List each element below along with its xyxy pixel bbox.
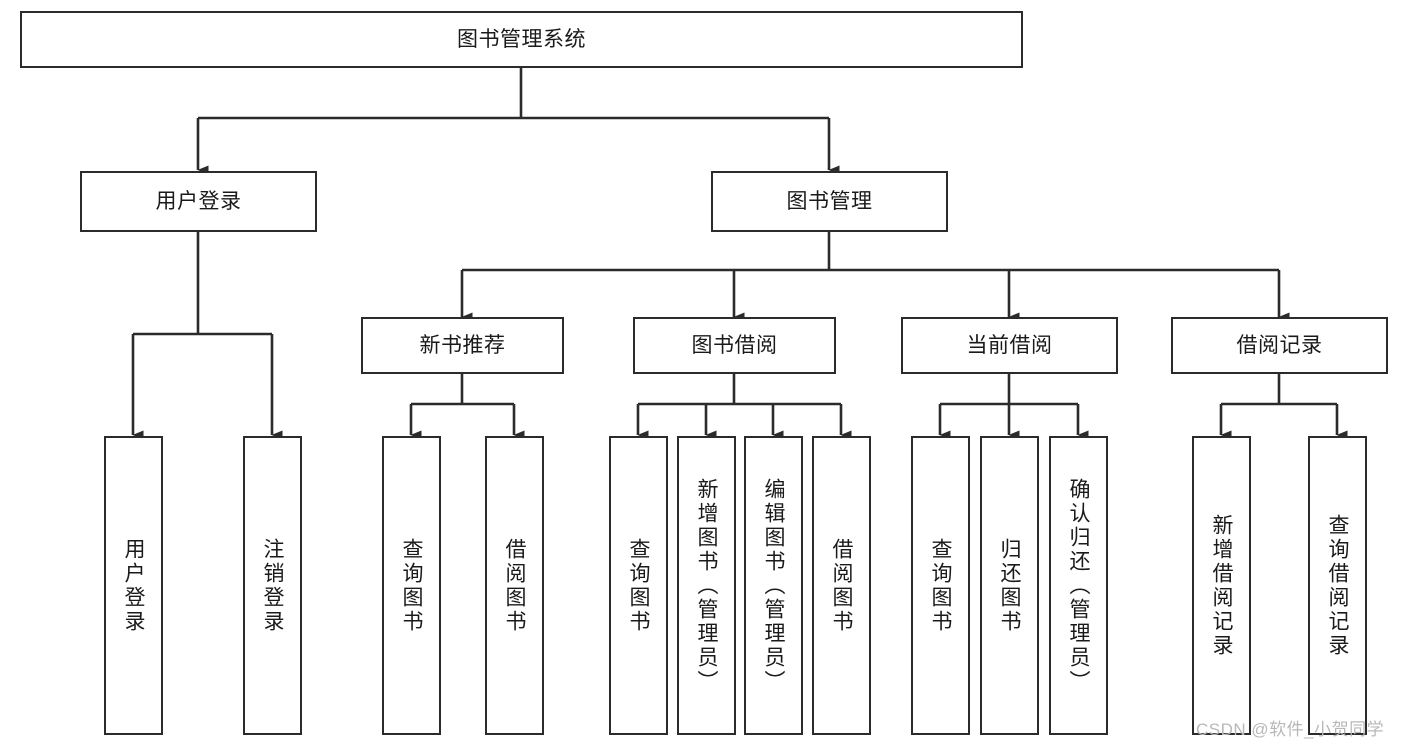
node-leaf-user-login[interactable]: 用户登录 bbox=[104, 436, 163, 735]
node-current-borrow[interactable]: 当前借阅 bbox=[901, 317, 1118, 374]
node-leaf-query-book-borrow[interactable]: 查询图书 bbox=[609, 436, 668, 735]
node-leaf-return-book[interactable]: 归还图书 bbox=[980, 436, 1039, 735]
node-label: 查询借阅记录 bbox=[1326, 513, 1349, 658]
node-book-management-system[interactable]: 图书管理系统 bbox=[20, 11, 1023, 68]
node-label: 图书借阅 bbox=[691, 333, 778, 357]
node-book-borrow[interactable]: 图书借阅 bbox=[633, 317, 836, 374]
node-label: 新增借阅记录 bbox=[1210, 513, 1233, 658]
node-label: 图书管理 bbox=[786, 189, 873, 213]
node-label: 归还图书 bbox=[998, 537, 1021, 634]
node-label: 借阅记录 bbox=[1236, 333, 1323, 357]
node-leaf-query-book-current[interactable]: 查询图书 bbox=[911, 436, 970, 735]
node-leaf-add-borrow-record[interactable]: 新增借阅记录 bbox=[1192, 436, 1251, 735]
node-label: 图书管理系统 bbox=[457, 27, 586, 51]
node-book-management[interactable]: 图书管理 bbox=[711, 171, 948, 232]
node-label: 用户登录 bbox=[122, 537, 145, 634]
node-label: 确认归还（管理员） bbox=[1067, 477, 1090, 694]
node-leaf-confirm-return-admin[interactable]: 确认归还（管理员） bbox=[1049, 436, 1108, 735]
node-leaf-logout-login[interactable]: 注销登录 bbox=[243, 436, 302, 735]
node-label: 新书推荐 bbox=[419, 333, 506, 357]
node-leaf-borrow-book-recommend[interactable]: 借阅图书 bbox=[485, 436, 544, 735]
node-label: 编辑图书（管理员） bbox=[762, 477, 785, 694]
node-label: 查询图书 bbox=[929, 537, 952, 634]
node-borrow-record[interactable]: 借阅记录 bbox=[1171, 317, 1388, 374]
node-label: 注销登录 bbox=[261, 537, 284, 634]
node-label: 新增图书（管理员） bbox=[695, 477, 718, 694]
node-user-login[interactable]: 用户登录 bbox=[80, 171, 317, 232]
node-leaf-query-book-recommend[interactable]: 查询图书 bbox=[382, 436, 441, 735]
node-label: 当前借阅 bbox=[966, 333, 1053, 357]
node-leaf-add-book-admin[interactable]: 新增图书（管理员） bbox=[677, 436, 736, 735]
node-label: 查询图书 bbox=[627, 537, 650, 634]
node-label: 借阅图书 bbox=[503, 537, 526, 634]
node-leaf-edit-book-admin[interactable]: 编辑图书（管理员） bbox=[744, 436, 803, 735]
node-new-book-recommend[interactable]: 新书推荐 bbox=[361, 317, 564, 374]
node-leaf-borrow-book[interactable]: 借阅图书 bbox=[812, 436, 871, 735]
node-label: 借阅图书 bbox=[830, 537, 853, 634]
node-label: 查询图书 bbox=[400, 537, 423, 634]
node-label: 用户登录 bbox=[155, 189, 242, 213]
node-leaf-query-borrow-record[interactable]: 查询借阅记录 bbox=[1308, 436, 1367, 735]
